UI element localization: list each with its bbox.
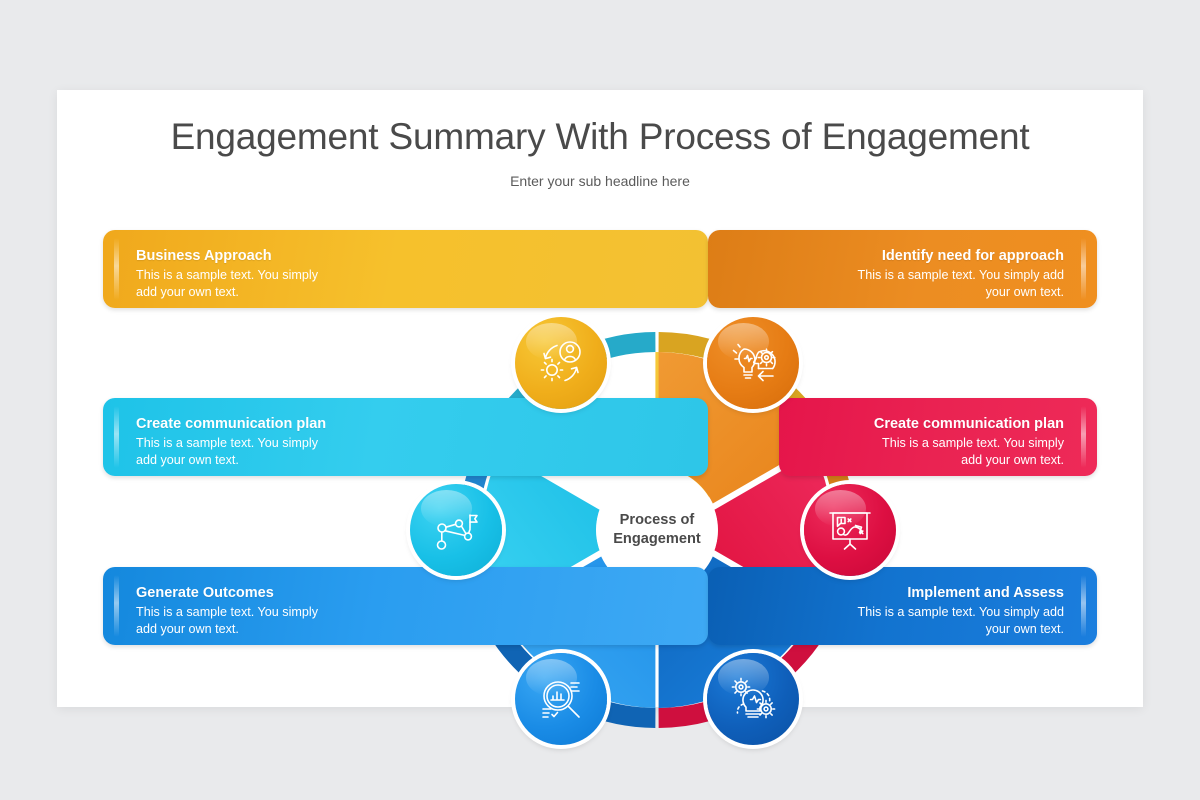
callout-create-plan-right[interactable]: Create communication plan This is a samp… bbox=[779, 398, 1097, 476]
process-wheel: Process of Engagement bbox=[450, 323, 864, 737]
callout-create-plan-left[interactable]: Create communication plan This is a samp… bbox=[103, 398, 708, 476]
gear-person-cycle-icon bbox=[540, 341, 581, 382]
callout-title: Generate Outcomes bbox=[136, 585, 274, 601]
icon-bubble-create-plan-left[interactable] bbox=[410, 484, 502, 576]
callout-business-approach[interactable]: Business Approach This is a sample text.… bbox=[103, 230, 708, 308]
bar-highlight bbox=[114, 238, 119, 300]
callout-description: This is a sample text. You simply add yo… bbox=[136, 268, 318, 299]
callout-title: Identify need for approach bbox=[881, 248, 1064, 264]
icon-bubble-create-plan-right[interactable] bbox=[804, 484, 896, 576]
hub-label-line2: Engagement bbox=[613, 531, 701, 547]
icon-bubble-implement-assess[interactable] bbox=[707, 653, 799, 745]
bar-highlight bbox=[1081, 238, 1086, 300]
strategy-board-icon bbox=[829, 512, 871, 550]
callout-title: Business Approach bbox=[136, 248, 272, 264]
callout-generate-outcomes[interactable]: Generate Outcomes This is a sample text.… bbox=[103, 567, 708, 645]
callout-text: Implement and Assess This is a sample te… bbox=[836, 584, 1065, 637]
callout-title: Create communication plan bbox=[136, 416, 327, 432]
page-title: Engagement Summary With Process of Engag… bbox=[170, 116, 1030, 157]
callout-text: Business Approach This is a sample text.… bbox=[136, 247, 341, 300]
bar-highlight bbox=[1081, 406, 1086, 468]
lightbulb-head-gear-icon bbox=[732, 343, 776, 382]
icon-bubble-identify-need[interactable] bbox=[707, 317, 799, 409]
hub-label-line1: Process of bbox=[619, 512, 695, 529]
page-subtitle: Enter your sub headline here bbox=[510, 173, 690, 189]
callout-identify-need[interactable]: Identify need for approach This is a sam… bbox=[708, 230, 1097, 308]
callout-text: Create communication plan This is a samp… bbox=[862, 415, 1064, 468]
icon-bubble-business-approach[interactable] bbox=[515, 317, 607, 409]
magnifier-barchart-icon bbox=[542, 681, 580, 718]
callout-title: Create communication plan bbox=[873, 416, 1064, 432]
callout-description: This is a sample text. You simply add yo… bbox=[136, 605, 318, 636]
callout-description: This is a sample text. You simply add yo… bbox=[882, 436, 1064, 467]
callout-text: Create communication plan This is a samp… bbox=[136, 415, 338, 468]
bar-highlight bbox=[114, 575, 119, 637]
callout-description: This is a sample text. You simply add yo… bbox=[857, 268, 1065, 299]
bar-highlight bbox=[1081, 575, 1086, 637]
icon-bubble-generate-outcomes[interactable] bbox=[515, 653, 607, 745]
bar-highlight bbox=[114, 406, 119, 468]
lightbulb-gears-icon bbox=[731, 677, 776, 719]
callout-description: This is a sample text. You simply add yo… bbox=[857, 605, 1065, 636]
callout-title: Implement and Assess bbox=[907, 585, 1064, 601]
network-flag-icon bbox=[436, 514, 478, 550]
callout-description: This is a sample text. You simply add yo… bbox=[136, 436, 318, 467]
callout-implement-assess[interactable]: Implement and Assess This is a sample te… bbox=[708, 567, 1097, 645]
callout-text: Generate Outcomes This is a sample text.… bbox=[136, 584, 338, 637]
callout-text: Identify need for approach This is a sam… bbox=[836, 247, 1065, 300]
slide-canvas: Engagement Summary With Process of Engag… bbox=[57, 90, 1143, 745]
